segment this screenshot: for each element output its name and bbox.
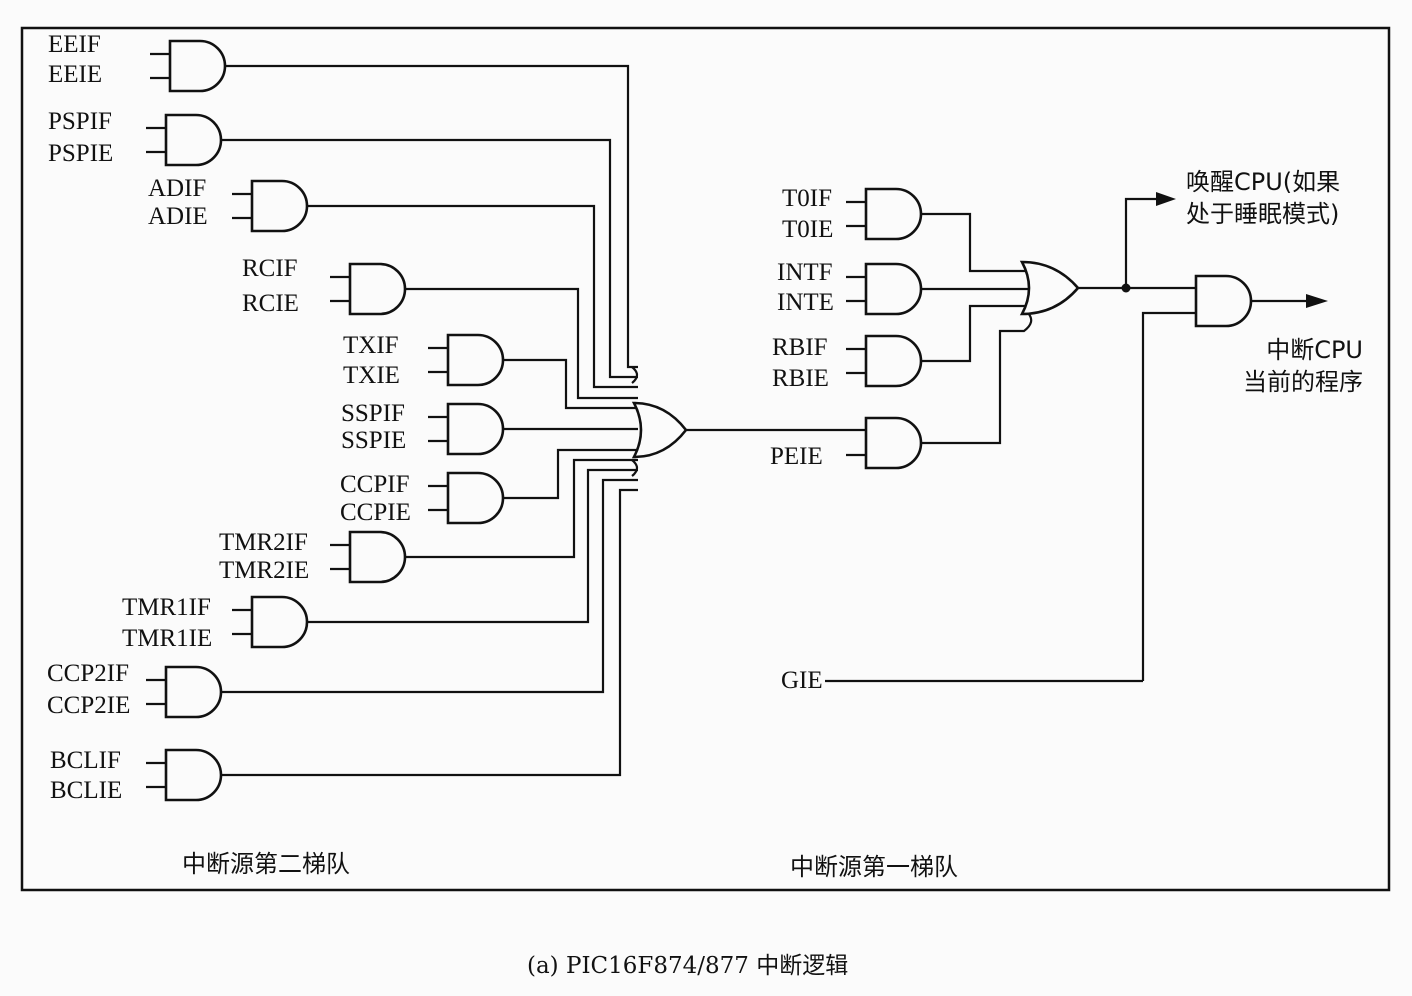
and-gate-txif	[446, 333, 505, 387]
label-txif: TXIF	[343, 332, 399, 359]
label-t0if: T0IF	[782, 185, 832, 212]
and-gate-ccp2if	[164, 665, 223, 719]
label-eeie: EEIE	[48, 61, 102, 88]
logic-gates	[164, 39, 1253, 802]
label-pspif: PSPIF	[48, 108, 112, 135]
and-gate-tmr2if	[348, 530, 407, 584]
label-ccp2ie: CCP2IE	[47, 692, 130, 719]
label-txie: TXIE	[343, 362, 400, 389]
label-ccp2if: CCP2IF	[47, 660, 129, 687]
and-gate-t0if	[864, 187, 923, 241]
and-gate-ccpif	[446, 471, 505, 525]
wake-label-line1: 唤醒CPU(如果	[1186, 168, 1340, 196]
wire-wake	[1124, 197, 1160, 288]
label-eeif: EEIF	[48, 31, 101, 58]
crossover-1	[631, 459, 639, 477]
wire-rcif-to-or	[405, 287, 638, 400]
label-intf: INTF	[777, 259, 833, 286]
and-gate-tmr1if	[250, 595, 309, 649]
label-ccpif: CCPIF	[340, 471, 409, 498]
label-bclif: BCLIF	[50, 747, 121, 774]
interrupt-label-line1: 中断CPU	[1266, 336, 1363, 364]
label-adie: ADIE	[148, 203, 208, 230]
and-gate-peie	[864, 416, 923, 470]
crossover-0	[631, 366, 639, 384]
first-tier-group-label: 中断源第一梯队	[790, 853, 958, 881]
label-peie: PEIE	[770, 443, 823, 470]
label-pspie: PSPIE	[48, 140, 113, 167]
interrupt-arrow-icon	[1306, 294, 1328, 308]
wire-txif-to-or	[503, 358, 638, 410]
label-t0ie: T0IE	[782, 216, 833, 243]
and-gate-sspif	[446, 402, 505, 456]
wire-t0if-to-or	[921, 212, 1028, 273]
wire-tmr1if-to-or	[307, 468, 638, 624]
wire-adif-to-or	[307, 204, 638, 389]
label-gie: GIE	[781, 667, 823, 694]
label-bclie: BCLIE	[50, 777, 122, 804]
figure-caption: (a) PIC16F874/877 中断逻辑	[527, 953, 848, 979]
wire-gie-to-final	[1141, 311, 1196, 681]
label-sspif: SSPIF	[341, 400, 405, 427]
wake-arrow-icon	[1156, 192, 1176, 206]
label-rbie: RBIE	[772, 365, 829, 392]
and-gate-eeif	[168, 39, 227, 93]
wire-peie-to-or	[921, 312, 1033, 445]
diagram-frame	[20, 26, 1391, 892]
second-tier-group-label: 中断源第二梯队	[182, 850, 350, 878]
wires	[146, 52, 1328, 789]
wire-ccpif-to-or	[503, 448, 638, 500]
label-rbif: RBIF	[772, 334, 828, 361]
label-rcif: RCIF	[242, 255, 298, 282]
label-adif: ADIF	[148, 175, 206, 202]
wake-label-line2: 处于睡眠模式)	[1186, 200, 1339, 228]
and-gate-adif	[250, 179, 309, 233]
label-tmr2if: TMR2IF	[219, 529, 308, 556]
or-gate-second-tier	[631, 401, 688, 459]
and-gate-pspif	[164, 113, 223, 167]
label-rcie: RCIE	[242, 290, 299, 317]
wire-bclif-to-or	[221, 488, 638, 777]
and-gate-rcif	[348, 262, 407, 316]
label-tmr1if: TMR1IF	[122, 594, 211, 621]
label-tmr2ie: TMR2IE	[219, 557, 309, 584]
or-gate-first-tier	[1019, 260, 1080, 316]
and-gate-bclif	[164, 748, 223, 802]
label-sspie: SSPIE	[341, 427, 406, 454]
wire-tmr2if-to-or	[405, 458, 638, 559]
and-gate-intf	[864, 262, 923, 316]
label-tmr1ie: TMR1IE	[122, 625, 212, 652]
interrupt-label-line2: 当前的程序	[1243, 368, 1363, 396]
label-inte: INTE	[777, 289, 834, 316]
wire-ccp2if-to-or	[221, 478, 638, 694]
wire-rbif-to-or	[921, 304, 1028, 363]
and-gate-rbif	[864, 334, 923, 388]
wire-pspif-to-or	[221, 138, 638, 379]
and-gate-final	[1194, 274, 1253, 328]
label-ccpie: CCPIE	[340, 499, 411, 526]
